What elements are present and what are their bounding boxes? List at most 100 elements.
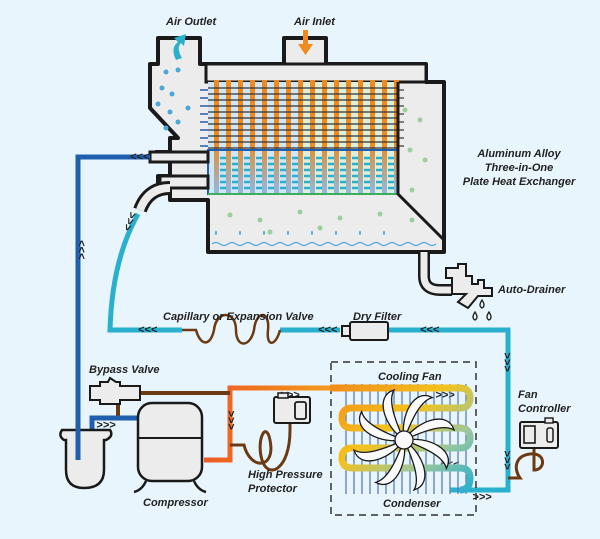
air-droplet <box>185 105 191 111</box>
label-high-pressure-1: High Pressure <box>248 469 323 481</box>
suction-line <box>75 154 150 430</box>
water-drop <box>311 230 313 235</box>
plate <box>334 80 339 194</box>
moisture-dot <box>257 217 263 223</box>
air-droplet <box>175 67 181 73</box>
condenser-unit <box>330 361 477 516</box>
water-drop <box>335 230 337 235</box>
air-droplet <box>163 125 169 131</box>
fan-blade <box>373 437 406 486</box>
plate <box>262 80 267 194</box>
compressor-suction-line <box>89 415 140 432</box>
flow-arrow-icon: <<< <box>502 450 514 470</box>
fan-blade <box>382 388 406 442</box>
plate <box>370 80 375 194</box>
label-air-outlet: Air Outlet <box>165 16 217 28</box>
label-heat-exchanger-2: Three-in-One <box>485 162 553 174</box>
flow-arrow-icon: <<< <box>318 324 338 336</box>
drain-valve-icon <box>445 263 493 310</box>
air-droplet <box>159 85 165 91</box>
accumulator <box>59 420 113 490</box>
inlet-elbow <box>136 184 171 212</box>
flow-arrow-icon: <<< <box>420 324 440 336</box>
label-cooling-fan: Cooling Fan <box>378 371 442 383</box>
auto-drainer <box>418 252 493 321</box>
condenser-coil <box>330 384 474 494</box>
air-outlet-arrow-icon <box>173 34 186 60</box>
moisture-dot <box>377 211 383 217</box>
fan-blade <box>352 438 406 462</box>
evaporator-coils <box>220 156 394 190</box>
cold-line-left <box>107 212 182 333</box>
plate <box>286 80 291 194</box>
fan-blade <box>402 438 426 492</box>
water-drop <box>215 230 217 235</box>
moisture-dot <box>409 217 415 223</box>
air-droplet <box>163 69 169 75</box>
cold-line-right <box>380 327 511 493</box>
plate <box>346 80 351 194</box>
plate <box>298 80 303 194</box>
fan-blade <box>402 418 456 442</box>
label-high-pressure-2: Protector <box>248 483 298 495</box>
condensate-water <box>211 241 437 247</box>
flow-arrow-icon: <<< <box>472 490 492 502</box>
moisture-dot <box>402 107 408 113</box>
dry-filter <box>341 321 389 341</box>
capillary-coil <box>182 313 282 345</box>
flow-arrow-icon: <<< <box>130 151 150 163</box>
plate <box>310 80 315 194</box>
moisture-dot <box>422 157 428 163</box>
air-droplet <box>169 91 175 97</box>
water-drop <box>263 230 265 235</box>
air-inlet-arrow-icon <box>298 30 313 55</box>
moisture-dot <box>227 212 233 218</box>
bypass-valve <box>89 376 141 405</box>
plate <box>238 80 243 194</box>
label-compressor: Compressor <box>143 497 209 509</box>
water-drop <box>359 230 361 235</box>
moisture-particles <box>155 67 428 235</box>
moisture-dot <box>317 225 323 231</box>
fins <box>200 87 404 149</box>
moisture-dot <box>417 117 423 123</box>
plate <box>214 80 219 194</box>
flow-arrow-icon: <<< <box>96 418 116 430</box>
fan-blade <box>402 394 435 443</box>
protector-capillary <box>230 420 292 472</box>
flow-arrow-icon: <<< <box>502 352 514 372</box>
cooling-fan-icon <box>352 388 456 492</box>
air-droplet <box>167 109 173 115</box>
water-drop <box>287 230 289 235</box>
moisture-dot <box>297 209 303 215</box>
high-pressure-protector <box>273 392 311 424</box>
flow-arrow-icon: <<< <box>75 240 87 260</box>
label-fan-controller-1: Fan <box>518 389 538 401</box>
inlet-plenum <box>204 62 428 84</box>
label-heat-exchanger-1: Aluminum Alloy <box>476 148 561 160</box>
moisture-dot <box>409 187 415 193</box>
air-droplet <box>175 119 181 125</box>
fan-blade <box>401 438 450 471</box>
fan-controller <box>519 417 559 449</box>
label-condenser: Condenser <box>383 498 441 510</box>
label-capillary: Capillary or Expansion Valve <box>163 311 314 323</box>
air-droplet <box>155 101 161 107</box>
condenser-enclosure <box>330 361 477 516</box>
fan-hub <box>394 430 414 450</box>
water-drop <box>383 230 385 235</box>
moisture-dot <box>407 147 413 153</box>
plate-heat-exchanger <box>133 36 446 254</box>
hot-gas-line <box>204 385 340 463</box>
separator-wall <box>396 82 446 242</box>
plate <box>382 80 387 194</box>
plate <box>226 80 231 194</box>
compressor <box>133 401 207 494</box>
label-heat-exchanger-3: Plate Heat Exchanger <box>463 176 576 188</box>
label-dry-filter: Dry Filter <box>353 311 402 323</box>
flow-arrow-icon: <<< <box>138 324 158 336</box>
plate <box>322 80 327 194</box>
fan-blade <box>358 409 407 442</box>
label-fan-controller-2: Controller <box>518 403 571 415</box>
